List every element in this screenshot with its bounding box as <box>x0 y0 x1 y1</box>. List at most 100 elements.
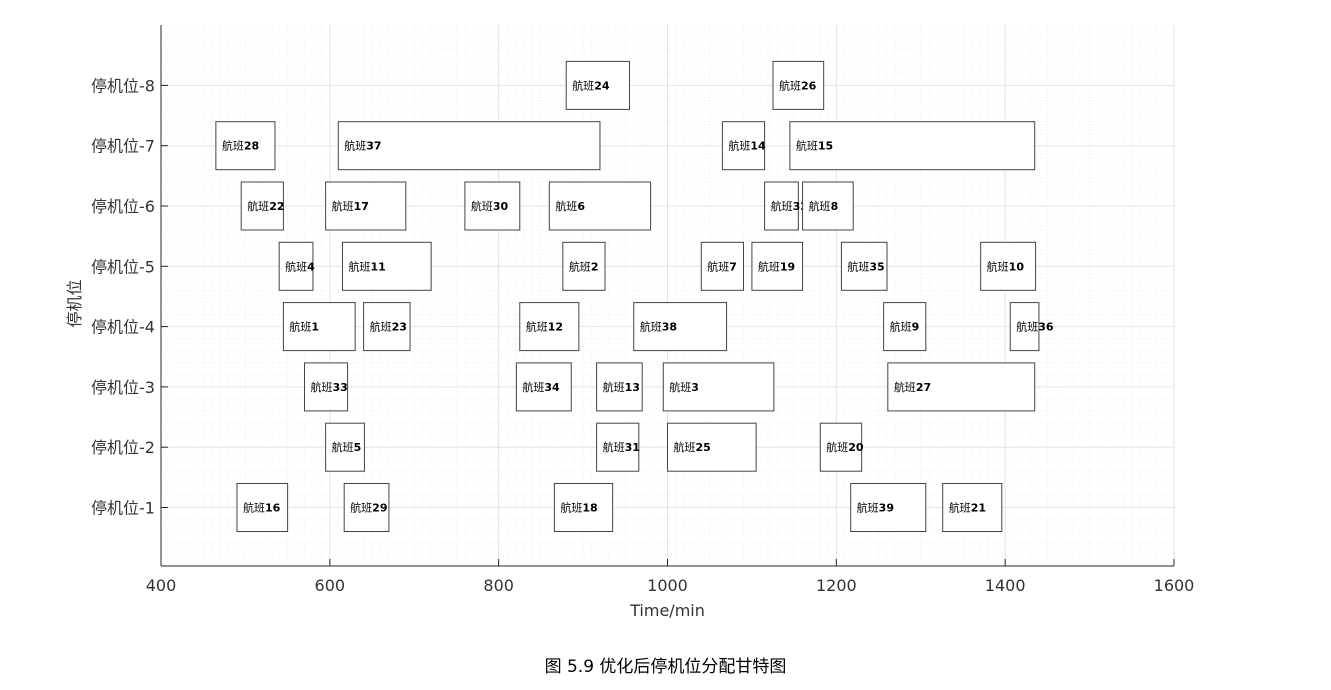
flight-bar: 航班14 <box>721 121 766 171</box>
flight-bar-rect <box>667 422 757 472</box>
flight-bar-label: 航班20 <box>826 440 864 454</box>
flight-bar: 航班7 <box>700 241 744 291</box>
flight-bar: 航班21 <box>942 483 1003 532</box>
flight-bar: 航班29 <box>343 483 390 532</box>
flight-bar: 航班12 <box>519 302 580 352</box>
flight-bar: 航班9 <box>883 302 927 352</box>
flight-bar: 航班5 <box>325 422 365 472</box>
y-tick-label: 停机位-4 <box>91 318 155 337</box>
bars: 航班16 航班29 航班18 航班39 航班21 航班5 航班31 航班25 航班20 航班33 航… <box>215 60 1054 532</box>
flight-bar-label: 航班21 <box>949 501 986 515</box>
flight-bar: 航班1 <box>282 302 356 352</box>
flight-bar-rect <box>662 362 775 412</box>
flight-bar-label: 航班38 <box>640 320 677 334</box>
flight-bar-label: 航班17 <box>332 199 369 213</box>
flight-bar-label: 航班5 <box>332 440 362 454</box>
flight-bar: 航班26 <box>772 60 825 110</box>
flight-bar-rect <box>751 241 804 291</box>
flight-bar-rect <box>240 181 284 231</box>
flight-bar: 航班15 <box>789 121 1036 171</box>
flight-bar: 航班27 <box>887 362 1036 412</box>
flight-bar: 航班30 <box>464 181 521 231</box>
flight-bar-rect <box>341 241 432 291</box>
flight-bar-rect <box>553 483 614 532</box>
flight-bar-label: 航班37 <box>344 139 381 153</box>
flight-bar-rect <box>887 362 1036 412</box>
flight-bar: 航班33 <box>304 362 349 412</box>
flight-bar-rect <box>840 241 888 291</box>
x-tick-label: 1400 <box>985 576 1026 595</box>
flight-bar-rect <box>633 302 728 352</box>
flight-bar-label: 航班18 <box>560 501 597 515</box>
flight-bar-label: 航班16 <box>243 501 281 515</box>
flight-bar-rect <box>764 181 799 231</box>
flight-bar-label: 航班23 <box>370 320 407 334</box>
flight-bar: 航班20 <box>819 422 864 472</box>
flight-bar-label: 航班8 <box>809 199 839 213</box>
flight-bar: 航班2 <box>562 241 606 291</box>
flight-bar: 航班4 <box>278 241 315 291</box>
flight-bar-label: 航班30 <box>471 199 509 213</box>
flight-bar-rect <box>596 422 640 472</box>
flight-bar-label: 航班31 <box>603 440 640 454</box>
y-tick-label: 停机位-3 <box>91 378 155 397</box>
x-tick-label: 1000 <box>647 576 688 595</box>
x-tick-label: 1600 <box>1154 576 1195 595</box>
flight-bar-rect <box>883 302 927 352</box>
flight-bar-rect <box>850 483 927 532</box>
flight-bar: 航班35 <box>840 241 888 291</box>
x-axis-title: Time/min <box>629 601 705 620</box>
flight-bar-label: 航班27 <box>894 380 931 394</box>
flight-bar: 航班32 <box>764 181 808 231</box>
flight-bar: 航班19 <box>751 241 804 291</box>
flight-bar-label: 航班26 <box>779 78 817 92</box>
flight-bar-rect <box>278 241 314 291</box>
x-tick-label: 800 <box>483 576 514 595</box>
flight-bar-label: 航班29 <box>350 501 387 515</box>
flight-bar: 航班16 <box>236 483 289 532</box>
flight-bar-rect <box>363 302 411 352</box>
flight-bar: 航班24 <box>565 60 631 110</box>
y-tick-label: 停机位-7 <box>91 137 155 156</box>
flight-bar-rect <box>236 483 289 532</box>
flight-bar-label: 航班4 <box>285 259 315 273</box>
flight-bar-rect <box>596 362 643 412</box>
grid <box>160 24 1175 566</box>
flight-bar-label: 航班25 <box>674 440 711 454</box>
y-tick-label: 停机位-6 <box>91 197 155 216</box>
flight-bar-label: 航班19 <box>758 259 795 273</box>
flight-bar-label: 航班7 <box>707 259 737 273</box>
x-tick-label: 600 <box>315 576 346 595</box>
flight-bar-label: 航班22 <box>247 199 284 213</box>
y-tick-label: 停机位-1 <box>91 499 155 518</box>
flight-bar: 航班13 <box>596 362 643 412</box>
flight-bar-label: 航班14 <box>728 139 766 153</box>
flight-bar-rect <box>700 241 744 291</box>
flight-bar-rect <box>772 60 825 110</box>
flight-bar: 航班8 <box>802 181 854 231</box>
flight-bar-rect <box>789 121 1036 171</box>
flight-bar: 航班39 <box>850 483 927 532</box>
flight-bar: 航班38 <box>633 302 728 352</box>
y-tick-label: 停机位-8 <box>91 76 155 95</box>
flight-bar-rect <box>562 241 606 291</box>
flight-bar: 航班36 <box>1009 302 1054 352</box>
flight-bar-rect <box>343 483 390 532</box>
y-axis-title: 停机位 <box>65 279 84 327</box>
flight-bar-label: 航班34 <box>522 380 560 394</box>
flight-bar: 航班22 <box>240 181 285 231</box>
flight-bar-label: 航班6 <box>555 199 585 213</box>
flight-bar-rect <box>942 483 1003 532</box>
flight-bar-label: 航班12 <box>526 320 563 334</box>
flight-bar: 航班37 <box>337 121 601 171</box>
y-tick-label: 停机位-2 <box>91 438 155 457</box>
flight-bar: 航班3 <box>662 362 775 412</box>
flight-bar-rect <box>215 121 276 171</box>
flight-bar-label: 航班15 <box>796 139 833 153</box>
flight-bar-label: 航班9 <box>890 320 920 334</box>
flight-bar-label: 航班1 <box>289 320 319 334</box>
flight-bar: 航班18 <box>553 483 614 532</box>
flight-bar: 航班25 <box>667 422 757 472</box>
flight-bar-label: 航班11 <box>348 259 385 273</box>
flight-bar: 航班6 <box>548 181 652 231</box>
